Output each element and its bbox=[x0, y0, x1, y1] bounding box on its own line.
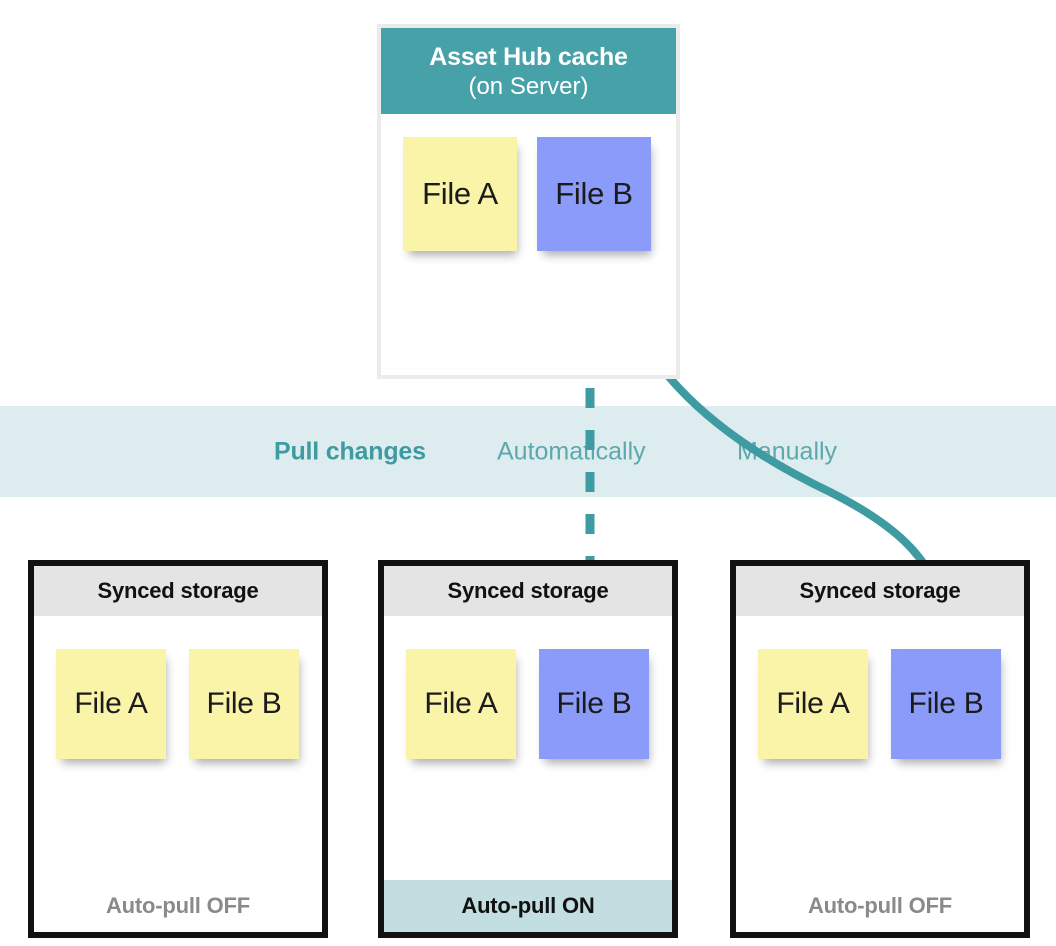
asset-hub-cache-title: Asset Hub cache bbox=[429, 43, 628, 71]
asset-hub-cache-box: Asset Hub cache (on Server) File A File … bbox=[377, 24, 680, 379]
asset-hub-cache-subtitle: (on Server) bbox=[468, 73, 589, 100]
auto-pull-status: Auto-pull OFF bbox=[736, 880, 1024, 932]
synced-storage-header: Synced storage bbox=[34, 566, 322, 616]
pull-changes-label: Pull changes bbox=[274, 437, 426, 465]
note-file-a: File A bbox=[56, 649, 166, 759]
note-file-b: File B bbox=[537, 137, 651, 251]
auto-pull-status: Auto-pull OFF bbox=[34, 880, 322, 932]
pull-changes-band: Pull changes Automatically Manually bbox=[0, 406, 1056, 497]
synced-storage-header: Synced storage bbox=[736, 566, 1024, 616]
automatically-label: Automatically bbox=[497, 437, 646, 465]
synced-storage-box-right: Synced storage File A File B Auto-pull O… bbox=[730, 560, 1030, 938]
synced-storage-notes: File A File B bbox=[736, 616, 1024, 866]
synced-storage-notes: File A File B bbox=[34, 616, 322, 866]
note-file-b: File B bbox=[891, 649, 1001, 759]
synced-storage-header: Synced storage bbox=[384, 566, 672, 616]
manually-label: Manually bbox=[737, 437, 838, 465]
note-file-a: File A bbox=[758, 649, 868, 759]
synced-storage-notes: File A File B bbox=[384, 616, 672, 866]
synced-storage-box-middle: Synced storage File A File B Auto-pull O… bbox=[378, 560, 678, 938]
synced-storage-box-left: Synced storage File A File B Auto-pull O… bbox=[28, 560, 328, 938]
asset-hub-cache-header: Asset Hub cache (on Server) bbox=[381, 28, 676, 114]
note-file-a: File A bbox=[406, 649, 516, 759]
note-file-b: File B bbox=[189, 649, 299, 759]
auto-pull-status: Auto-pull ON bbox=[384, 880, 672, 932]
note-file-b: File B bbox=[539, 649, 649, 759]
asset-hub-cache-notes: File A File B bbox=[381, 114, 676, 375]
note-file-a: File A bbox=[403, 137, 517, 251]
